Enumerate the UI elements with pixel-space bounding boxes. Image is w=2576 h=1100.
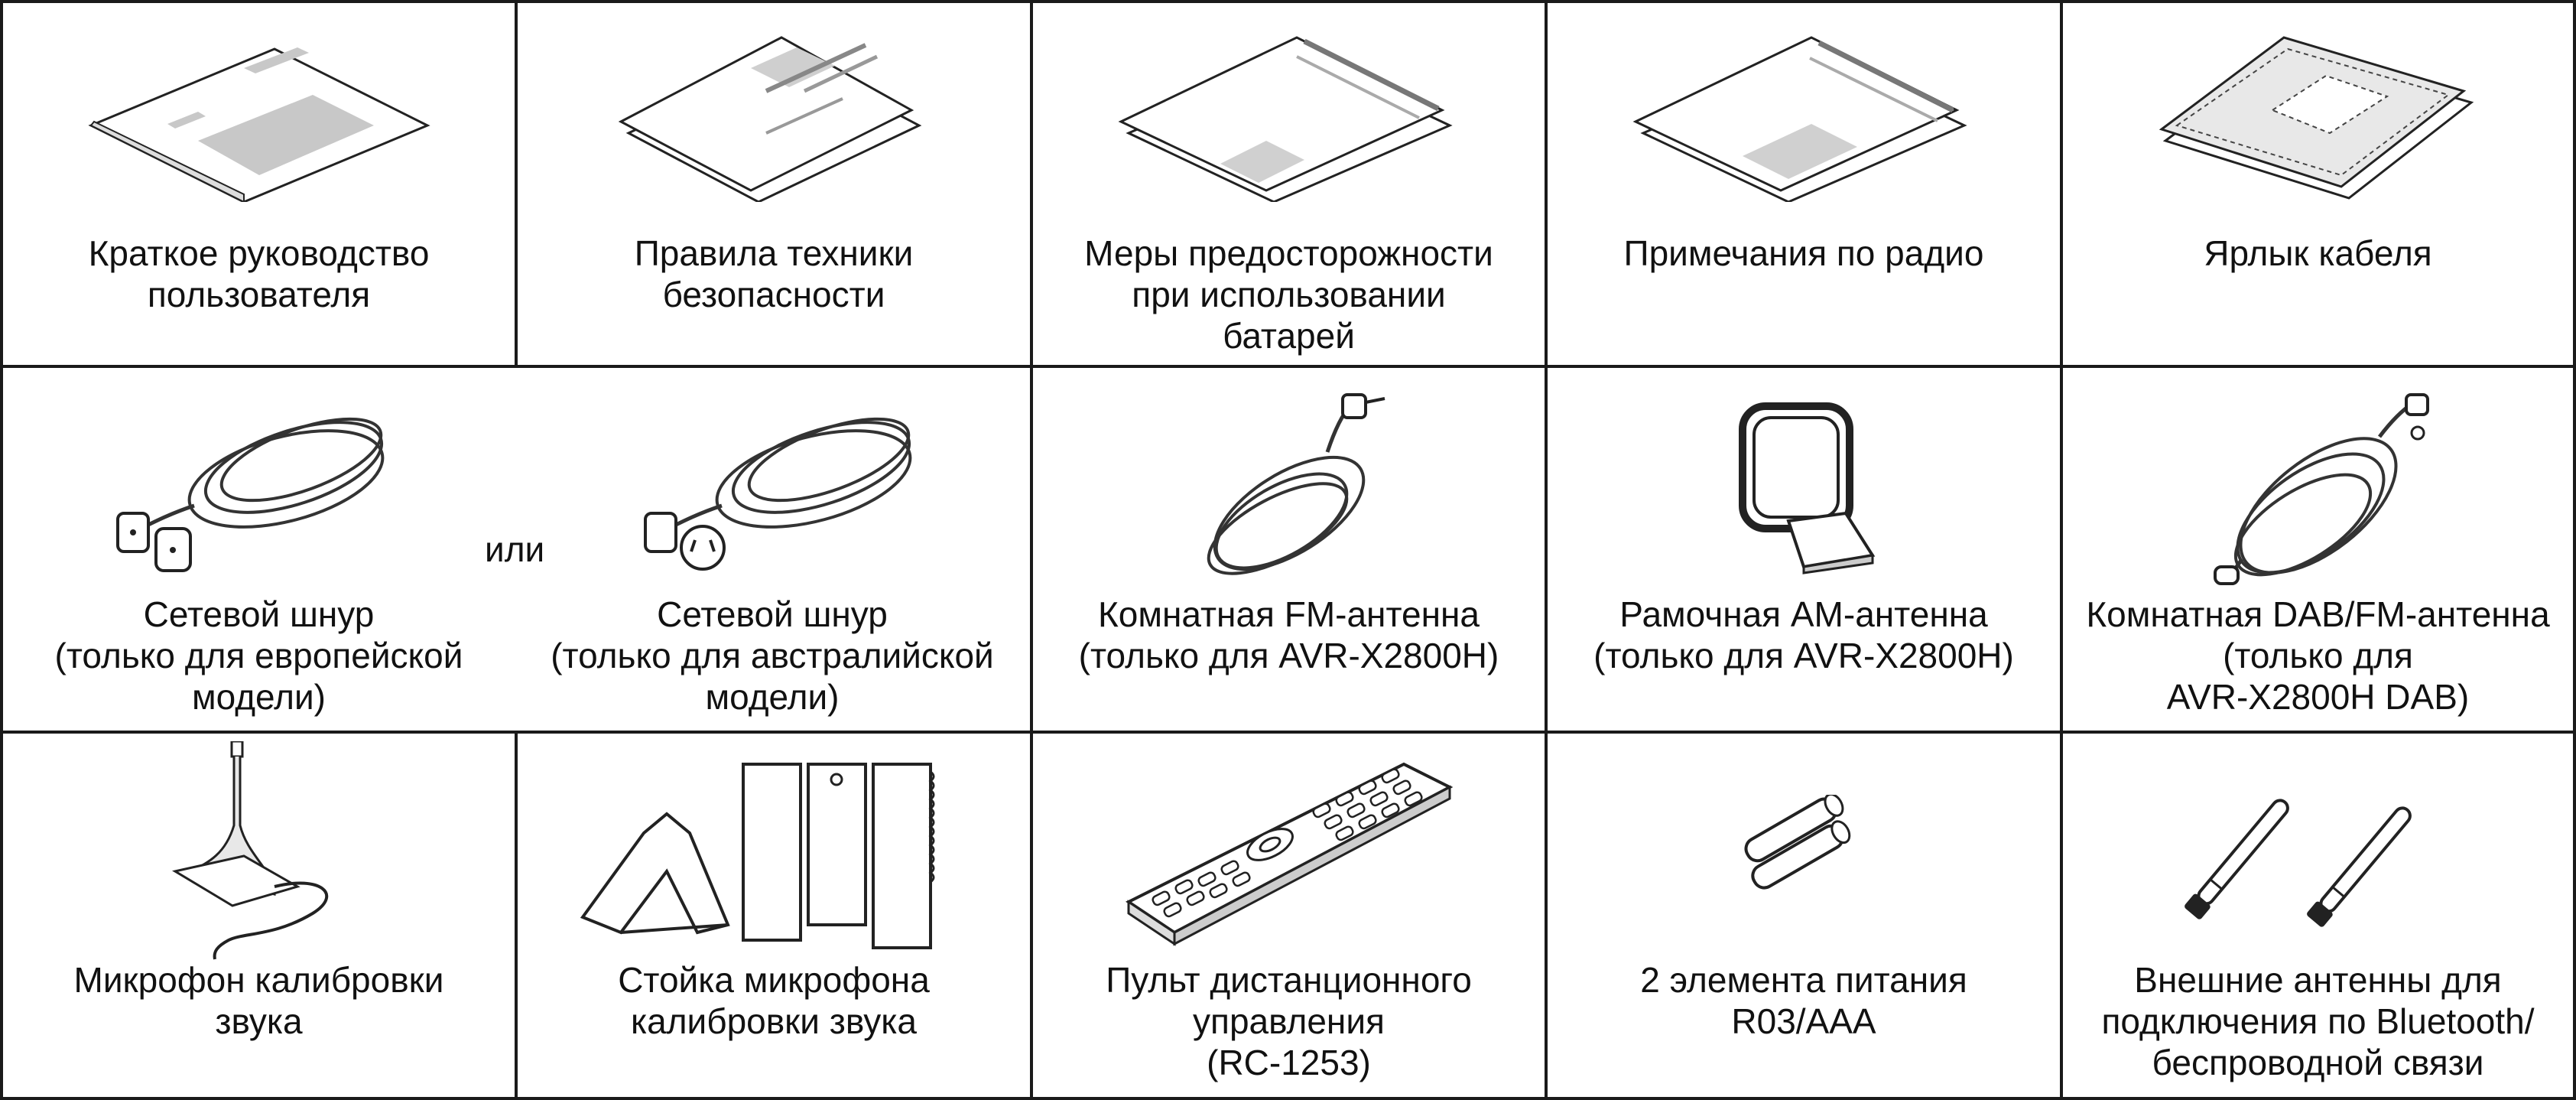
grid-line-col4 [2060,0,2063,1100]
label-battery-precautions: Меры предосторожности при использовании … [1084,233,1493,356]
radio-notes-illustration [1548,26,2060,202]
external-antennas-illustration [2063,779,2573,932]
cell-am-antenna: Рамочная AM-антенна (только для AVR-X280… [1548,368,2060,731]
grid-line-row2 [0,731,2576,734]
cell-external-antennas: Внешние антенны для подключения по Bluet… [2063,734,2573,1097]
cell-power-cords: или Сетевой шнур (только для европейской… [3,368,1030,731]
grid-line-row1 [0,365,2576,368]
mic-illustration [3,741,515,963]
cell-safety: Правила техники безопасности [518,3,1030,365]
label-dab-antenna: Комнатная DAB/FM-антенна (только для AVR… [2086,594,2550,717]
safety-illustration [518,26,1030,202]
label-power-cord-au: Сетевой шнур (только для австралийской м… [551,594,994,717]
batteries-illustration [1548,795,2060,894]
cell-quick-guide: Краткое руководство пользователя [3,3,515,365]
cable-label-illustration [2063,26,2573,202]
cell-battery-precautions: Меры предосторожности при использовании … [1033,3,1545,365]
label-remote: Пульт дистанционного управления (RC-1253… [1106,960,1472,1082]
or-separator: или [485,529,545,569]
label-mic: Микрофон калибровки звука [73,960,444,1041]
grid-line-right [2573,0,2576,1100]
cell-dab-antenna: Комнатная DAB/FM-антенна (только для AVR… [2063,368,2573,731]
label-radio-notes: Примечания по радио [1623,233,1984,273]
grid-line-col2 [1030,0,1033,1100]
am-antenna-illustration [1548,391,2060,574]
cell-fm-antenna: Комнатная FM-антенна (только для AVR-X28… [1033,368,1545,731]
cell-mic-stand: Стойка микрофона калибровки звука [518,734,1030,1097]
grid-line-bottom [0,1097,2576,1100]
cell-cable-label: Ярлык кабеля [2063,3,2573,365]
label-mic-stand: Стойка микрофона калибровки звука [618,960,930,1041]
label-cable-label: Ярлык кабеля [2204,233,2432,273]
cell-batteries: 2 элемента питания R03/AAA [1548,734,2060,1097]
label-fm-antenna: Комнатная FM-антенна (только для AVR-X28… [1078,594,1499,675]
label-batteries: 2 элемента питания R03/AAA [1640,960,1967,1041]
grid-line-col1-top [515,0,518,366]
power-cord-au-illustration [638,406,928,586]
label-power-cord-eu: Сетевой шнур (только для европейской мод… [54,594,463,717]
power-cord-eu-illustration [110,406,401,586]
fm-antenna-illustration [1033,391,1545,590]
grid-line-top [0,0,2576,3]
grid-line-col3 [1545,0,1548,1100]
battery-precautions-illustration [1033,26,1545,202]
label-safety: Правила техники безопасности [634,233,914,314]
grid-line-col1-bottom [515,732,518,1100]
cell-mic: Микрофон калибровки звука [3,734,515,1097]
cell-remote: Пульт дистанционного управления (RC-1253… [1033,734,1545,1097]
quick-guide-illustration [3,34,515,202]
label-am-antenna: Рамочная AM-антенна (только для AVR-X280… [1593,594,2014,675]
grid-line-left [0,0,3,1100]
remote-illustration [1033,749,1545,948]
mic-stand-illustration [518,749,1030,955]
dab-antenna-illustration [2063,391,2573,590]
label-quick-guide: Краткое руководство пользователя [88,233,430,314]
label-external-antennas: Внешние антенны для подключения по Bluet… [2101,960,2535,1082]
cell-radio-notes: Примечания по радио [1548,3,2060,365]
